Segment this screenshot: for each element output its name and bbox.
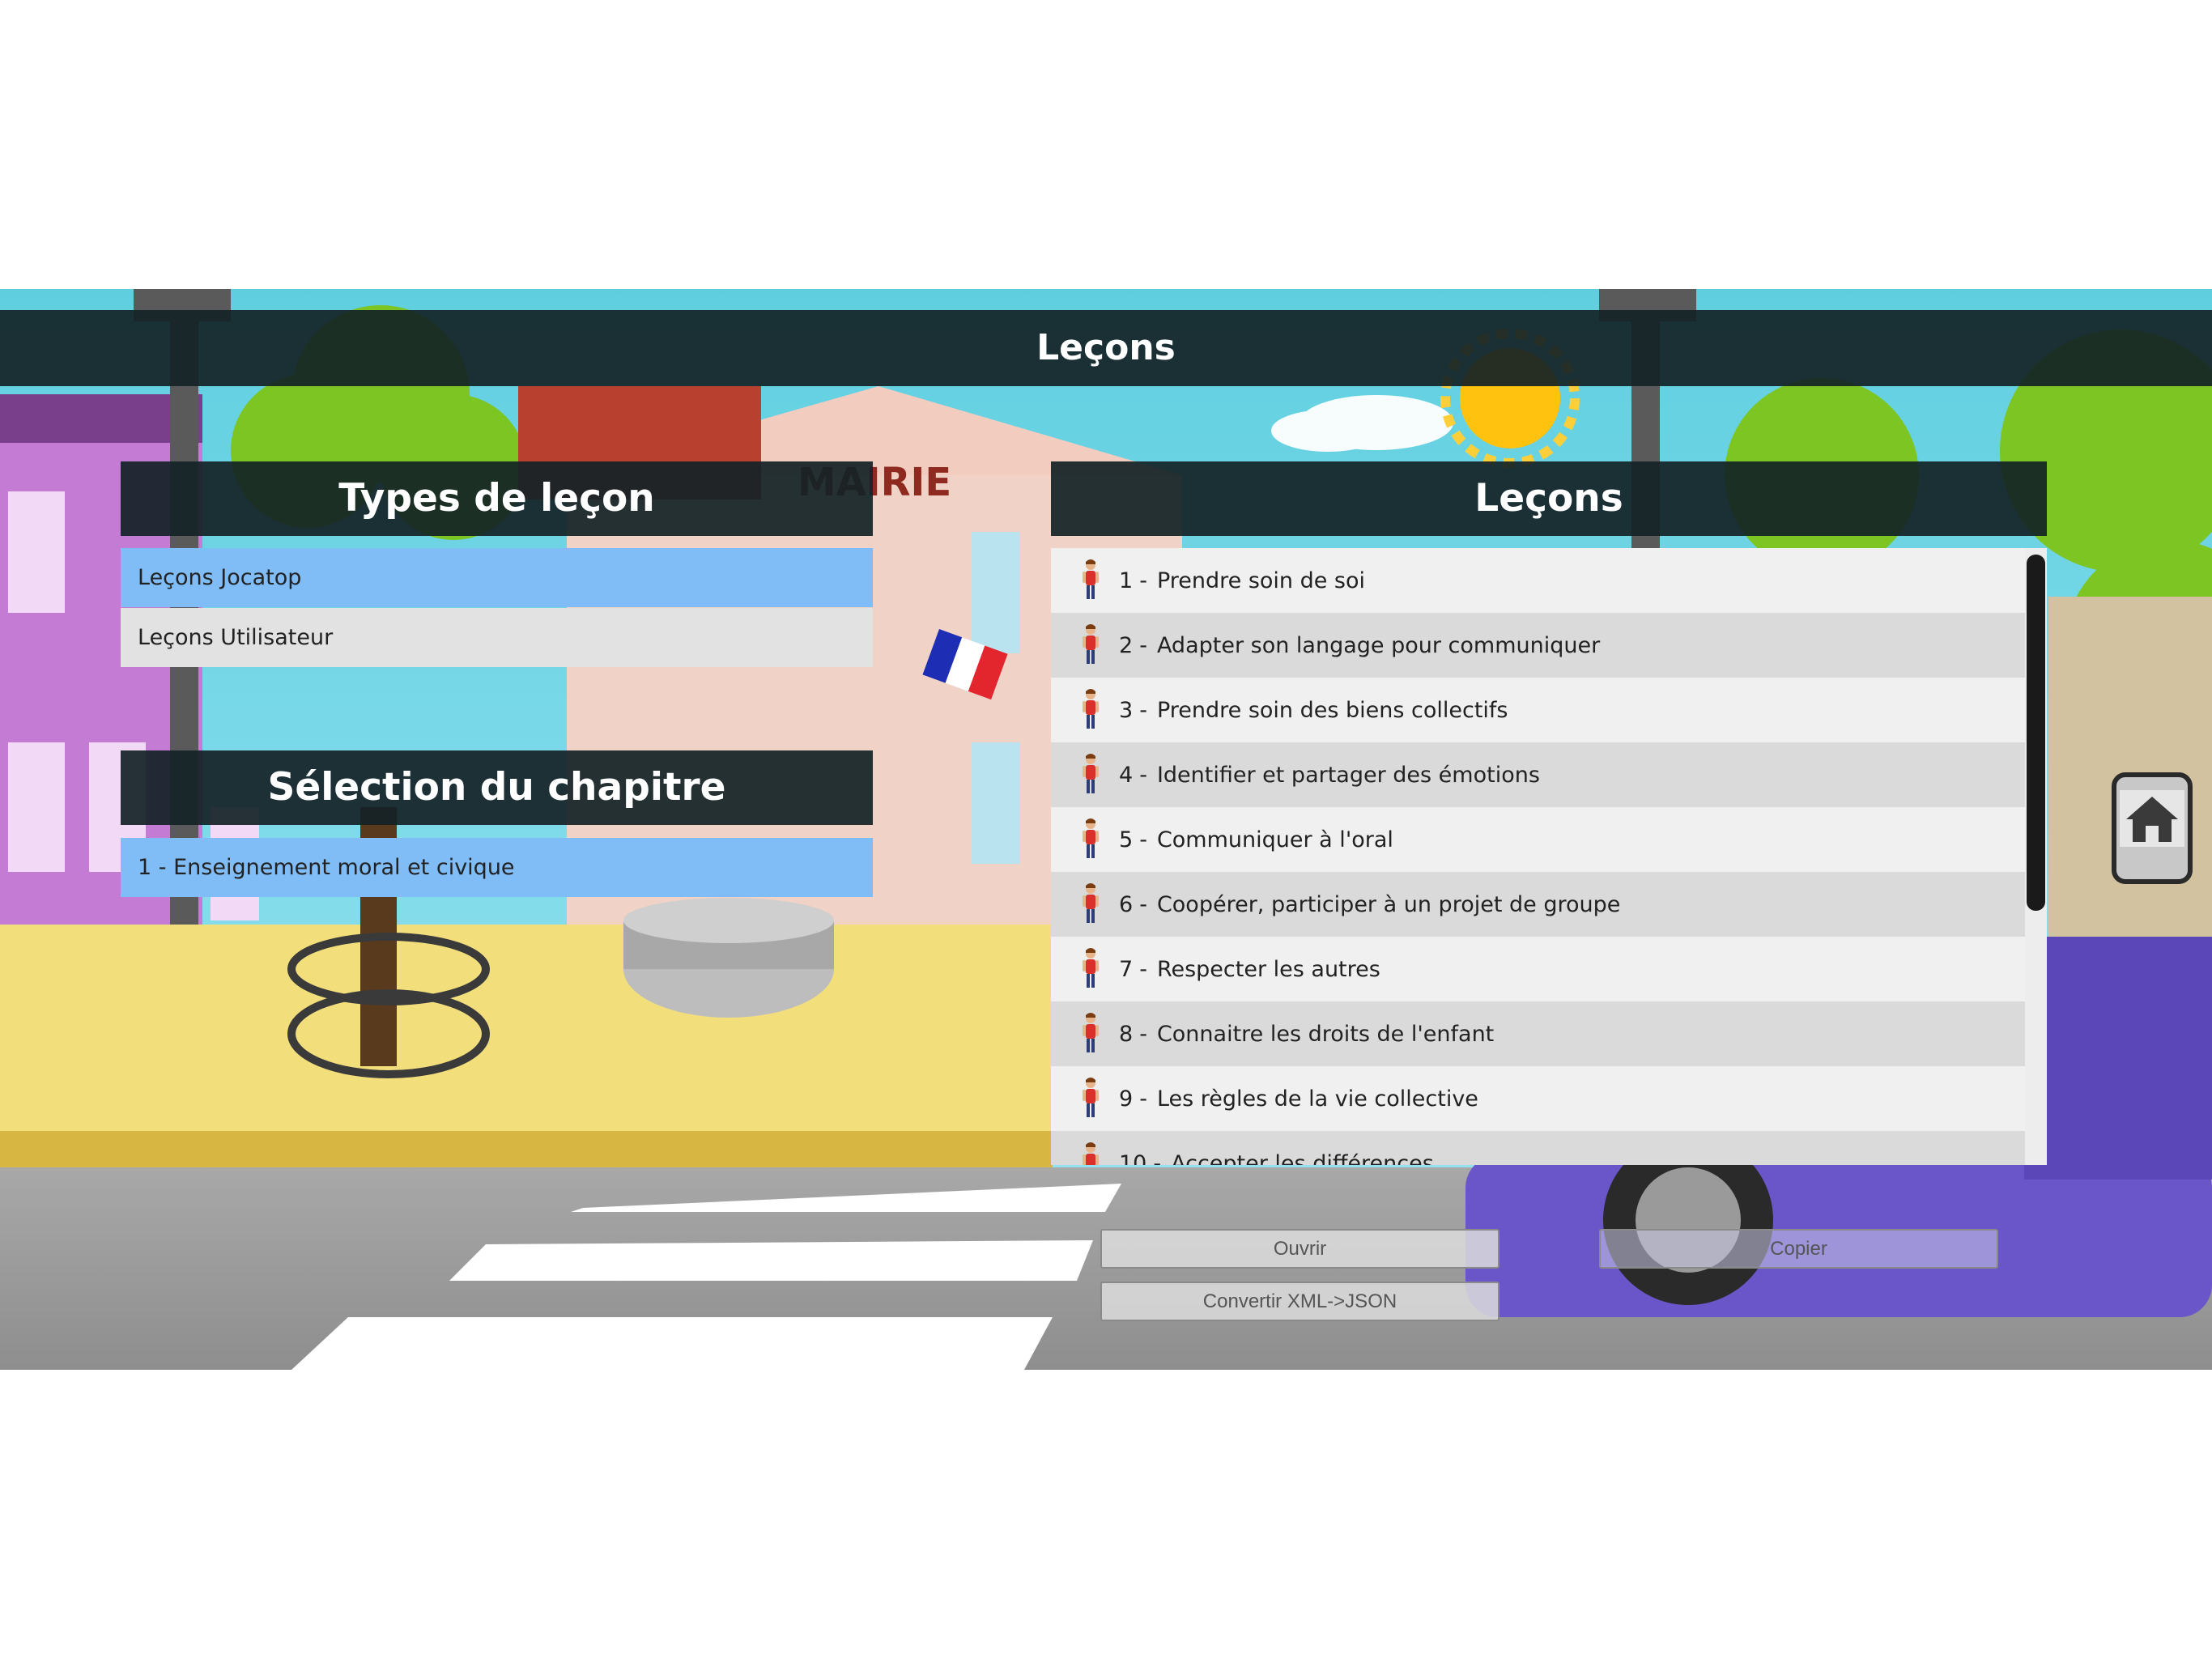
lesson-number: 3	[1119, 697, 1134, 723]
lesson-item[interactable]: 5-Communiquer à l'oral	[1051, 807, 2025, 872]
lesson-number: 10	[1119, 1150, 1147, 1166]
lesson-separator: -	[1139, 1021, 1147, 1047]
lesson-item[interactable]: 6-Coopérer, participer à un projet de gr…	[1051, 872, 2025, 937]
app-stage: MAIRIE	[0, 289, 2212, 1370]
character-icon	[1083, 883, 1099, 923]
lesson-separator: -	[1139, 891, 1147, 917]
lesson-number: 7	[1119, 956, 1134, 982]
lesson-type-user[interactable]: Leçons Utilisateur	[121, 608, 873, 667]
chapter-label: Enseignement moral et civique	[173, 855, 515, 880]
lesson-separator: -	[1139, 762, 1147, 788]
lesson-item[interactable]: 4-Identifier et partager des émotions	[1051, 742, 2025, 807]
lesson-item[interactable]: 3-Prendre soin des biens collectifs	[1051, 678, 2025, 742]
lesson-label: Coopérer, participer à un projet de grou…	[1156, 891, 1621, 917]
lessons-title: Leçons	[1051, 461, 2047, 536]
french-flag-icon	[922, 629, 1008, 700]
lesson-separator: -	[1139, 697, 1147, 723]
lessons-scrollbar-thumb[interactable]	[2027, 555, 2045, 911]
lesson-label: Prendre soin de soi	[1156, 568, 1366, 593]
lesson-number: 6	[1119, 891, 1134, 917]
chapter-item-1[interactable]: 1 - Enseignement moral et civique	[121, 838, 873, 897]
lesson-number: 4	[1119, 762, 1134, 788]
lesson-label: Les règles de la vie collective	[1156, 1086, 1478, 1112]
open-button[interactable]: Ouvrir	[1100, 1229, 1499, 1269]
lesson-separator: -	[1153, 1150, 1162, 1166]
lesson-label: Communiquer à l'oral	[1156, 827, 1393, 852]
lesson-separator: -	[1139, 632, 1147, 658]
lesson-item[interactable]: 7-Respecter les autres	[1051, 937, 2025, 1001]
lesson-separator: -	[1139, 956, 1147, 982]
lesson-label: Identifier et partager des émotions	[1156, 762, 1540, 788]
lesson-separator: -	[1139, 1086, 1147, 1112]
character-icon	[1083, 1078, 1099, 1117]
lesson-number: 9	[1119, 1086, 1134, 1112]
lesson-item[interactable]: 1-Prendre soin de soi	[1051, 548, 2025, 613]
character-icon	[1083, 689, 1099, 729]
lesson-item[interactable]: 8-Connaitre les droits de l'enfant	[1051, 1001, 2025, 1066]
lesson-label: Accepter les différences	[1171, 1150, 1434, 1166]
lesson-label: Adapter son langage pour communiquer	[1156, 632, 1601, 658]
lesson-number: 2	[1119, 632, 1134, 658]
chapter-separator: -	[158, 855, 174, 880]
lesson-item[interactable]: 9-Les règles de la vie collective	[1051, 1066, 2025, 1131]
copy-button[interactable]: Copier	[1599, 1229, 1998, 1269]
home-icon	[2126, 797, 2178, 842]
lesson-number: 8	[1119, 1021, 1134, 1047]
character-icon	[1083, 1013, 1099, 1052]
convert-xml-json-button[interactable]: Convertir XML->JSON	[1100, 1282, 1499, 1321]
character-icon	[1083, 948, 1099, 988]
chapter-selection-title: Sélection du chapitre	[121, 750, 873, 825]
lesson-separator: -	[1139, 827, 1147, 852]
page-title: Leçons	[0, 310, 2212, 386]
lesson-number: 5	[1119, 827, 1134, 852]
character-icon	[1083, 1142, 1099, 1165]
character-icon	[1083, 818, 1099, 858]
chapter-number: 1	[138, 855, 152, 880]
lesson-type-jocatop[interactable]: Leçons Jocatop	[121, 548, 873, 607]
lesson-label: Connaitre les droits de l'enfant	[1156, 1021, 1495, 1047]
lesson-item[interactable]: 10-Accepter les différences	[1051, 1131, 2025, 1165]
lesson-separator: -	[1139, 568, 1147, 593]
lesson-label: Prendre soin des biens collectifs	[1156, 697, 1508, 723]
lesson-label: Respecter les autres	[1156, 956, 1380, 982]
lesson-number: 1	[1119, 568, 1134, 593]
lesson-types-title: Types de leçon	[121, 461, 873, 536]
character-icon	[1083, 559, 1099, 599]
lesson-item[interactable]: 2-Adapter son langage pour communiquer	[1051, 613, 2025, 678]
home-button[interactable]	[2112, 772, 2193, 884]
character-icon	[1083, 624, 1099, 664]
character-icon	[1083, 754, 1099, 793]
